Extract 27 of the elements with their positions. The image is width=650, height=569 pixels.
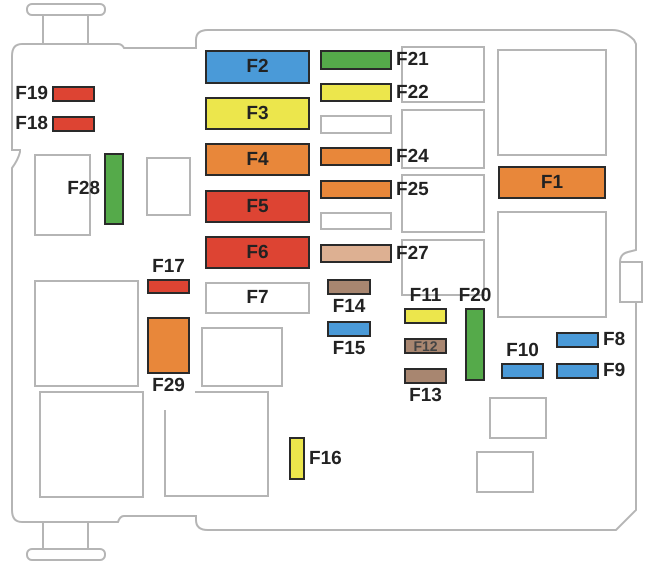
fuse: F1 [498,166,606,199]
fuse-label: F11 [408,285,442,307]
fuse-label: F15 [332,338,366,360]
fuse-label: F19 [14,83,48,105]
fuse-label: F21 [396,49,430,71]
fuse: F6 [205,236,310,269]
fuse-label: F16 [309,448,343,470]
fuse-label: F29 [151,375,186,397]
fuse-label: F18 [14,113,48,135]
fuse-label: F17 [151,256,186,278]
fuse-label: F22 [396,82,430,104]
fuse-label: F20 [458,285,492,307]
fuse-label: F14 [332,296,366,318]
fuse-label: F27 [396,242,430,264]
fuse: F3 [205,97,310,130]
fuse-label: F24 [396,146,430,168]
fuse-slot: F7 [205,282,310,314]
fuse: F2 [205,50,310,84]
fuse: F4 [205,143,310,176]
fuse-label: F9 [603,360,626,382]
fuse-label: F10 [505,340,540,362]
fuse: F12 [404,338,447,354]
fuse-label: F13 [408,385,443,407]
fuse-label: F25 [396,178,430,200]
fuse-label: F8 [603,329,626,351]
fuse-label: F28 [66,178,100,200]
fuse: F5 [205,190,310,223]
